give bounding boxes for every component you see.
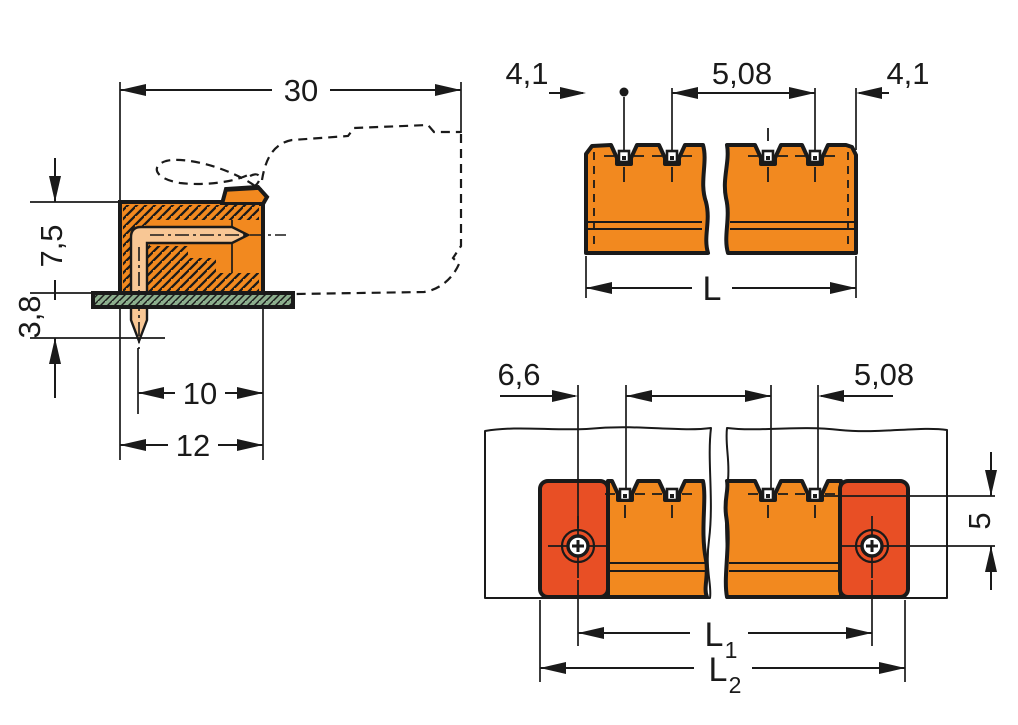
header-body-left	[584, 143, 710, 255]
body-groove-lines	[588, 221, 854, 230]
mount-groove-lines	[610, 562, 838, 572]
pin-slot-square	[652, 487, 692, 518]
dim-label-4-1-right: 4,1	[886, 56, 929, 91]
header-body-right	[722, 143, 858, 255]
dim-total-depth: 30	[120, 73, 461, 108]
dim-height-above-board: 7,5 3,8	[12, 158, 69, 398]
pin-slot-square	[748, 128, 788, 182]
panel-right	[724, 427, 948, 599]
dim-total-length: L	[585, 256, 857, 308]
dim-pin-row-to-screw: 5	[823, 452, 997, 590]
pin-slot-square	[795, 487, 835, 518]
mount-body-left	[606, 479, 709, 599]
mounting-screw-right	[842, 516, 995, 578]
dim-label-4-1-left: 4,1	[505, 56, 548, 91]
pin-slot-square	[605, 487, 645, 518]
pin-slot-square	[748, 487, 788, 518]
pole-1-marker	[619, 87, 629, 152]
dim-L2: L 2	[539, 600, 906, 698]
dim-screw-to-pole: 6,6 5,08	[497, 357, 914, 528]
dim-label-L1: L	[705, 616, 724, 654]
dim-label-3-8: 3,8	[12, 295, 47, 338]
dim-label-7-5: 7,5	[34, 224, 69, 267]
body-edge-dashed-lines	[593, 152, 849, 249]
mount-body-right	[723, 479, 843, 599]
dim-label-30: 30	[284, 73, 318, 108]
dim-edge-to-pin-left: 4,1	[505, 56, 586, 99]
dim-label-L: L	[703, 270, 722, 308]
dim-label-5-08-top: 5,08	[712, 56, 772, 91]
dim-body-depth: 12	[120, 428, 263, 463]
side-view: 30 7,5 3,8	[12, 73, 463, 463]
dim-label-5: 5	[962, 512, 997, 529]
pin-contacts-top	[604, 128, 835, 182]
dim-label-L2-sub: 2	[729, 672, 742, 698]
pin-slot-square	[604, 149, 644, 182]
dim-pin-pitch-top: 5,08	[671, 56, 816, 152]
top-view: 4,1 5,08 4,1 L	[505, 56, 929, 308]
pin-contacts-mount	[605, 487, 835, 518]
dim-edge-to-pin-right: 4,1	[855, 56, 930, 150]
dim-pin-to-front: 10	[138, 376, 263, 411]
mounting-screw-left	[548, 516, 608, 578]
dim-label-L2: L	[709, 651, 728, 689]
pcb-board	[91, 291, 295, 309]
dim-label-L1-sub: 1	[725, 637, 738, 663]
dim-label-6-6: 6,6	[497, 357, 540, 392]
pin-shape	[129, 225, 251, 345]
pin-slot-square	[795, 149, 835, 182]
dim-L1: L 1	[577, 580, 873, 663]
pole-1-dot	[619, 87, 629, 97]
dim-label-5-08-mount: 5,08	[854, 357, 914, 392]
dim-label-10: 10	[183, 376, 217, 411]
mount-view: 6,6 5,08 5 L 1 L 2	[484, 357, 997, 698]
dim-label-12: 12	[176, 428, 210, 463]
